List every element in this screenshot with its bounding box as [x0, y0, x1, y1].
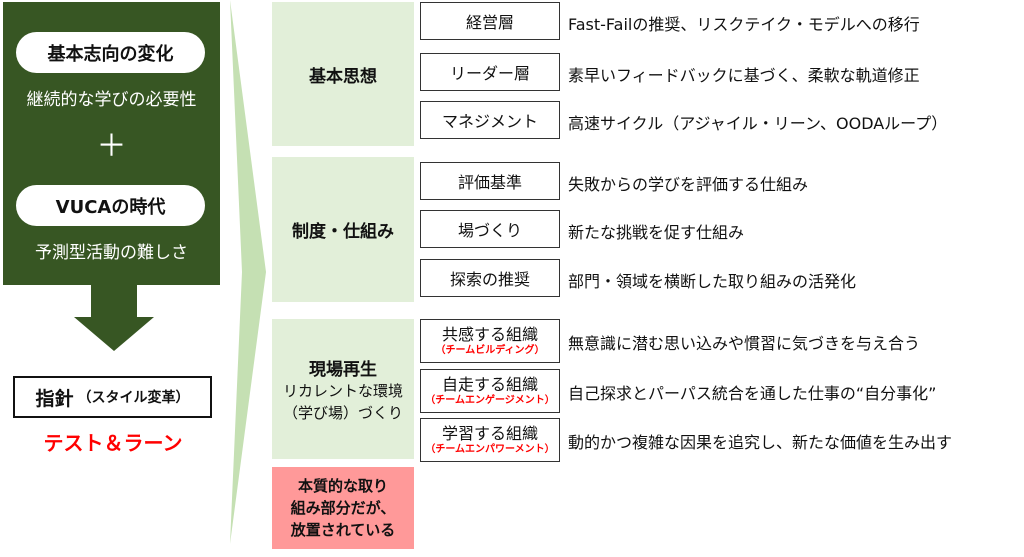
category-field-revival: 現場再生 リカレントな環境 （学び場）づくり	[272, 319, 414, 459]
desc-management: 高速サイクル（アジャイル・リーン、OODAループ）	[568, 114, 948, 133]
vuca-pill: VUCAの時代	[16, 185, 205, 226]
category-title: 制度・仕組み	[292, 222, 394, 242]
item-empathetic-org: 共感する組織 （チームビルディング）	[420, 319, 560, 363]
category-title: 現場再生	[309, 359, 377, 380]
item-place-making: 場づくり	[420, 210, 560, 248]
item-self-driven-org: 自走する組織 （チームエンゲージメント）	[420, 369, 560, 413]
item-label: 学習する組織	[441, 423, 538, 443]
category-subtitle: リカレントな環境	[282, 381, 403, 400]
basic-orientation-pill: 基本志向の変化	[16, 32, 205, 73]
note-line: 放置されている	[290, 521, 396, 539]
item-evaluation: 評価基準	[420, 162, 560, 200]
policy-style-label: （スタイル変革）	[77, 390, 190, 406]
right-chevron-icon	[230, 0, 266, 544]
item-label: 自走する組織	[441, 374, 538, 394]
policy-label: 指針	[35, 387, 74, 410]
desc-evaluation: 失敗からの学びを評価する仕組み	[568, 175, 809, 194]
item-team-label: （チームエンパワーメント）	[425, 443, 555, 455]
context-panel: 基本志向の変化 継続的な学びの必要性 ＋ VUCAの時代 予測型活動の難しさ	[3, 2, 220, 285]
note-line: 組み部分だが、	[290, 499, 396, 517]
item-learning-org: 学習する組織 （チームエンパワーメント）	[420, 418, 560, 462]
policy-box: 指針 （スタイル変革）	[13, 376, 212, 418]
neglected-note: 本質的な取り 組み部分だが、 放置されている	[272, 467, 414, 549]
item-team-label: （チームビルディング）	[435, 344, 545, 356]
desc-leaders: 素早いフィードバックに基づく、柔軟な軌道修正	[568, 66, 920, 85]
item-label: 共感する組織	[441, 324, 538, 344]
item-leaders: リーダー層	[420, 53, 560, 91]
desc-learning-org: 動的かつ複雑な因果を追究し、新たな価値を生み出す	[568, 433, 953, 452]
category-basic-philosophy: 基本思想	[272, 2, 414, 146]
category-title: 基本思想	[309, 66, 377, 87]
down-arrow-icon	[74, 285, 154, 351]
category-systems: 制度・仕組み	[272, 157, 414, 302]
desc-place-making: 新たな挑戦を促す仕組み	[568, 223, 745, 242]
desc-empathetic-org: 無意識に潜む思い込みや慣習に気づきを与え合う	[568, 334, 921, 353]
plus-icon: ＋	[96, 129, 127, 164]
desc-executives: Fast-Failの推奨、リスクテイク・モデルへの移行	[568, 15, 920, 34]
prediction-difficulty-text: 予測型活動の難しさ	[35, 243, 188, 263]
desc-exploration: 部門・領域を横断した取り組みの活発化	[568, 272, 857, 291]
continuous-learning-text: 継続的な学びの必要性	[26, 90, 197, 110]
desc-self-driven-org: 自己探求とパーパス統合を通した仕事の“自分事化”	[568, 384, 937, 403]
item-management: マネジメント	[420, 101, 560, 139]
item-executives: 経営層	[420, 2, 560, 40]
note-line: 本質的な取り	[297, 477, 388, 495]
category-subtitle: （学び場）づくり	[282, 403, 403, 422]
item-exploration: 探索の推奨	[420, 259, 560, 297]
test-and-learn-label: テスト＆ラーン	[43, 431, 183, 455]
item-team-label: （チームエンゲージメント）	[425, 394, 555, 406]
